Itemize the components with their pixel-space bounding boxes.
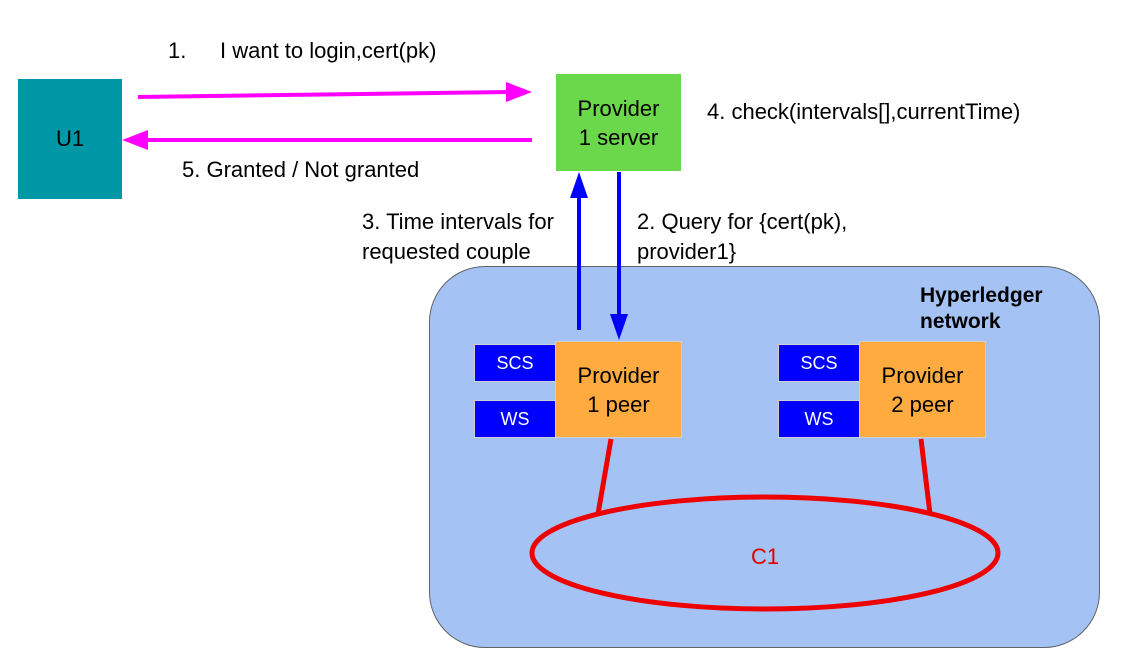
provider1-server-node: Provider 1 server	[556, 74, 681, 171]
network-label: Hyperledger network	[920, 284, 1043, 333]
user-node: U1	[18, 79, 122, 199]
step4-label: 4. check(intervals[],currentTime)	[707, 99, 1021, 124]
step3-label: 3. Time intervals for requested couple	[362, 209, 554, 264]
step1-label: I want to login,cert(pk)	[220, 38, 437, 63]
step2-label: 2. Query for {cert(pk), provider1}	[637, 209, 848, 264]
peer1-scs-chip: SCS	[474, 344, 556, 382]
request-arrow	[137, 82, 532, 102]
peer1-ws-chip: WS	[474, 400, 556, 438]
channel-c1-label: C1	[750, 544, 780, 569]
provider2-peer-node: Provider 2 peer	[859, 341, 986, 438]
response-arrow	[122, 130, 532, 150]
step5-label: 5. Granted / Not granted	[182, 157, 420, 182]
peer2-scs-chip: SCS	[778, 344, 860, 382]
step1-number: 1.	[168, 38, 187, 63]
peer2-ws-chip: WS	[778, 400, 860, 438]
provider1-peer-node: Provider 1 peer	[555, 341, 682, 438]
